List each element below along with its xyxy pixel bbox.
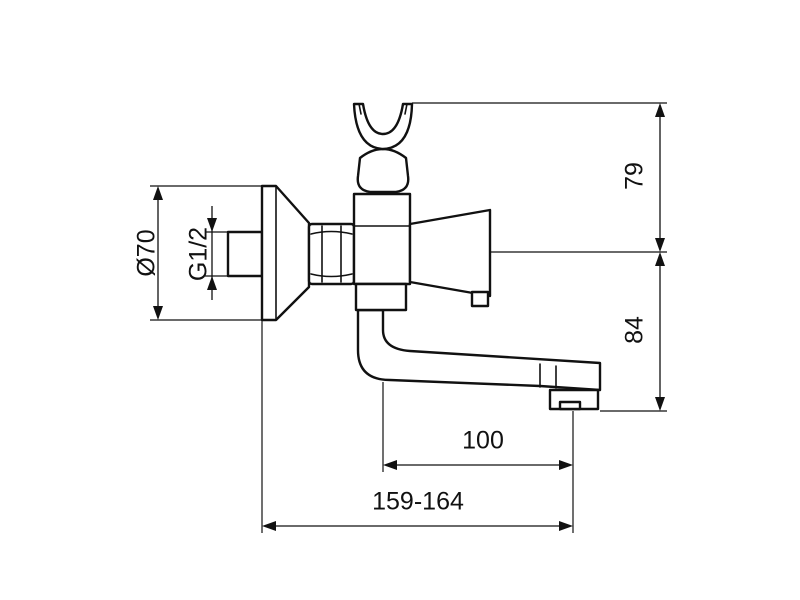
spout-reach-label: 100 bbox=[462, 427, 504, 455]
valve-body bbox=[352, 192, 412, 286]
faucet-body bbox=[226, 102, 602, 411]
total-projection-label: 159-164 bbox=[372, 488, 464, 516]
thread-size-label: G1/2 bbox=[185, 227, 213, 281]
handle-tab bbox=[470, 290, 490, 308]
wall-flange bbox=[260, 184, 311, 322]
handle-height-label: 79 bbox=[621, 162, 649, 190]
shower-holder-cradle bbox=[352, 102, 414, 151]
spout-height-label: 84 bbox=[621, 316, 649, 344]
spout-connector bbox=[354, 282, 408, 312]
shower-holder-base bbox=[356, 147, 410, 194]
flange-diameter-label: Ø70 bbox=[133, 229, 161, 276]
dimension-labels: Ø70 G1/2 79 84 100 159-164 bbox=[133, 162, 649, 516]
lever-handle bbox=[408, 208, 492, 298]
inlet-pipe bbox=[226, 230, 264, 278]
extension-lines bbox=[150, 102, 667, 533]
dimension-lines bbox=[153, 103, 665, 531]
spout bbox=[356, 308, 602, 392]
